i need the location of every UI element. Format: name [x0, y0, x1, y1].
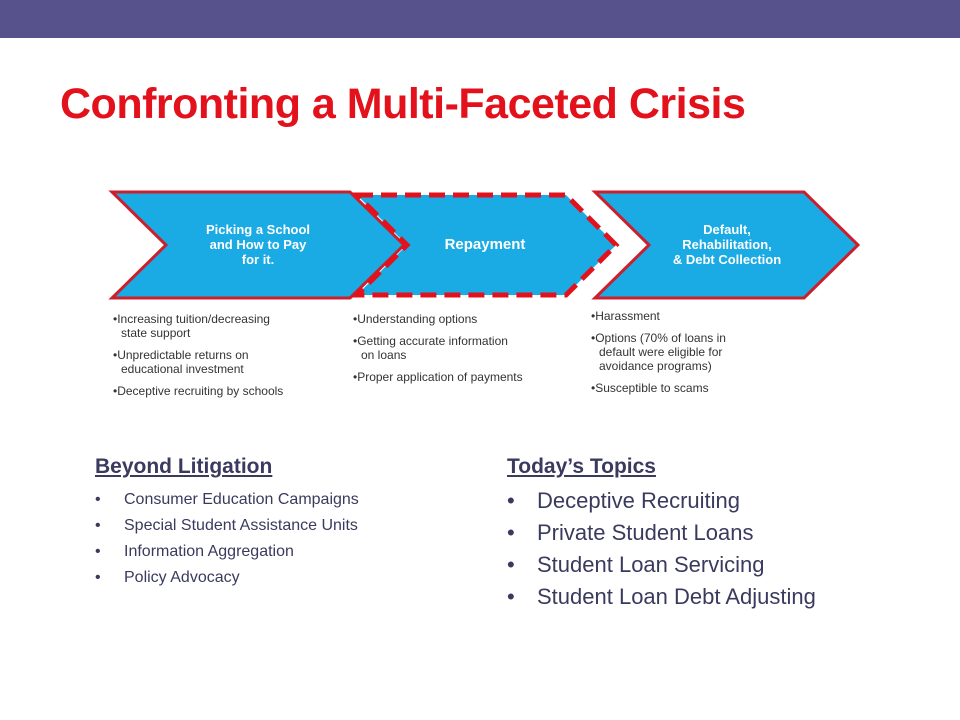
chevron-stage-1 [108, 190, 407, 300]
list-item: •Proper application of payments [353, 370, 523, 384]
chevron-stage-3 [591, 190, 861, 300]
stage-3-label-line: & Debt Collection [672, 252, 782, 267]
list-item-text: •Getting accurate information [353, 334, 508, 348]
list-item-text: Deceptive Recruiting [537, 488, 740, 513]
list-item-text: on loans [361, 348, 407, 362]
stage-1-label-line: Picking a School [205, 222, 311, 237]
list-item: •Deceptive recruiting by schools [113, 384, 283, 398]
list-item-text: •Options (70% of loans in [591, 331, 726, 345]
list-item: •Unpredictable returns on educational in… [113, 348, 283, 376]
list-item-text: Student Loan Servicing [537, 552, 765, 577]
stage-2-label: Repayment [400, 237, 570, 252]
list-item-text: Special Student Assistance Units [124, 517, 358, 534]
list-item: • Private Student Loans [507, 517, 816, 549]
bullet-glyph: • [95, 517, 101, 534]
bullet-glyph: • [507, 584, 515, 609]
list-item: • Information Aggregation [95, 539, 359, 565]
list-item-text: Information Aggregation [124, 543, 294, 560]
beyond-litigation-heading: Beyond Litigation [95, 455, 273, 478]
list-item: •Understanding options [353, 312, 523, 326]
list-item-text: •Susceptible to scams [591, 381, 709, 395]
stage-3-label-line: Rehabilitation, [682, 237, 772, 252]
bullet-glyph: • [507, 552, 515, 577]
list-item-text: •Harassment [591, 309, 660, 323]
stage-3-label-line: Default, [703, 222, 751, 237]
list-item: • Special Student Assistance Units [95, 513, 359, 539]
list-item: •Getting accurate information on loans [353, 334, 523, 362]
stage-3-label: Default, Rehabilitation, & Debt Collecti… [642, 222, 812, 267]
todays-topics-heading: Today’s Topics [507, 455, 656, 478]
list-item-text: Student Loan Debt Adjusting [537, 584, 816, 609]
list-item: • Deceptive Recruiting [507, 485, 816, 517]
top-banner [0, 0, 960, 38]
stage-2-bullets: •Understanding options •Getting accurate… [353, 312, 523, 392]
list-item: •Increasing tuition/decreasing state sup… [113, 312, 283, 340]
chevron-stage-2 [350, 192, 620, 298]
list-item: •Harassment [591, 309, 726, 323]
bullet-glyph: • [507, 488, 515, 513]
list-item: • Policy Advocacy [95, 565, 359, 591]
list-item-text: state support [121, 326, 191, 340]
bullet-glyph: • [95, 569, 101, 586]
list-item-text: •Increasing tuition/decreasing [113, 312, 270, 326]
list-item-text: •Proper application of payments [353, 370, 523, 384]
todays-topics-list: • Deceptive Recruiting • Private Student… [507, 485, 816, 613]
list-item-text: avoidance programs) [599, 359, 712, 373]
stage-1-label-line: for it. [241, 252, 275, 267]
list-item-text: •Deceptive recruiting by schools [113, 384, 284, 398]
stage-1-label: Picking a School and How to Pay for it. [160, 222, 356, 267]
slide-title: Confronting a Multi-Faceted Crisis [60, 80, 746, 128]
list-item: •Susceptible to scams [591, 381, 726, 395]
list-item-text: default were eligible for [599, 345, 723, 359]
list-item-text: •Understanding options [353, 312, 478, 326]
list-item-text: educational investment [121, 362, 244, 376]
beyond-litigation-list: • Consumer Education Campaigns • Special… [95, 487, 359, 591]
stage-1-label-line: and How to Pay [209, 237, 307, 252]
stage-2-label-line: Repayment [444, 236, 526, 253]
list-item: •Options (70% of loans in default were e… [591, 331, 726, 373]
list-item-text: •Unpredictable returns on [113, 348, 249, 362]
list-item-text: Policy Advocacy [124, 569, 240, 586]
list-item-text: Consumer Education Campaigns [124, 491, 359, 508]
bullet-glyph: • [95, 543, 101, 560]
list-item: • Consumer Education Campaigns [95, 487, 359, 513]
stage-1-bullets: •Increasing tuition/decreasing state sup… [113, 312, 283, 406]
list-item-text: Private Student Loans [537, 520, 754, 545]
bullet-glyph: • [95, 491, 101, 508]
list-item: • Student Loan Debt Adjusting [507, 581, 816, 613]
bullet-glyph: • [507, 520, 515, 545]
stage-3-bullets: •Harassment •Options (70% of loans in de… [591, 309, 726, 403]
list-item: • Student Loan Servicing [507, 549, 816, 581]
